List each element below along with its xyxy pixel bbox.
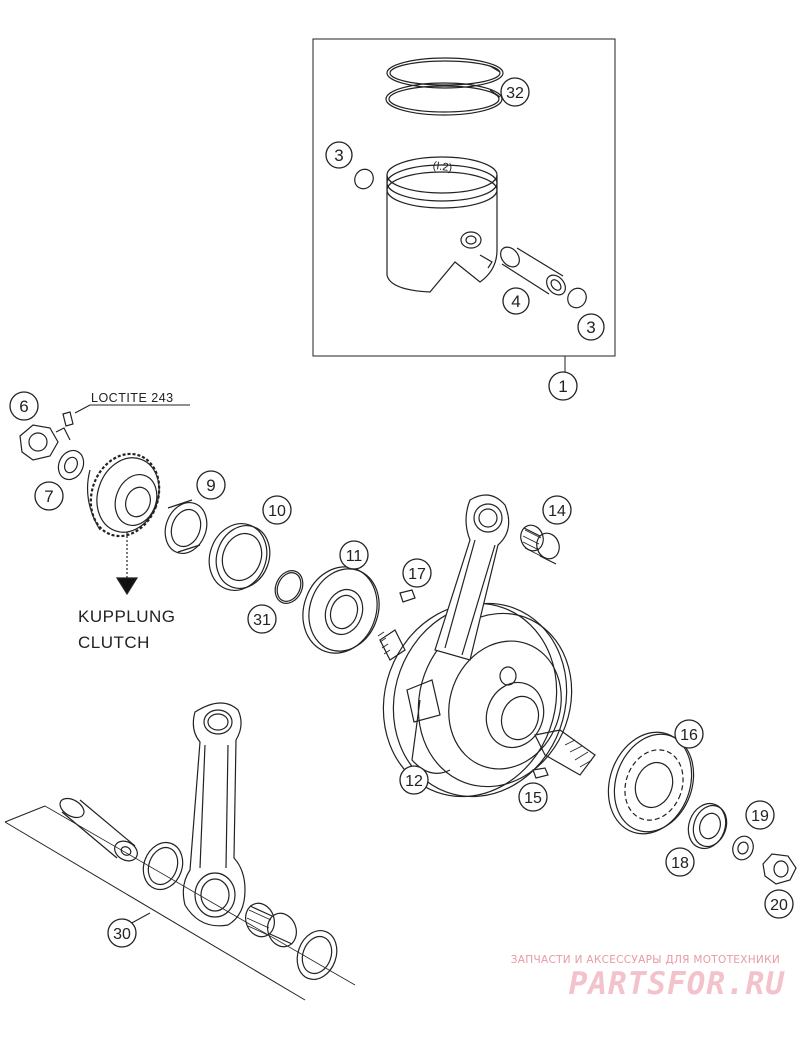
washer-right (732, 835, 754, 861)
washer (57, 449, 85, 481)
nut (19, 424, 71, 461)
callout-3-bottom: 3 (577, 313, 605, 341)
piston: (I.2) (386, 156, 498, 293)
svg-text:12: 12 (405, 773, 423, 790)
crank-pin (59, 797, 138, 862)
crankshaft (377, 494, 596, 798)
kupplung-label: KUPPLUNG (78, 607, 176, 626)
woodruff-key-17 (399, 589, 416, 603)
callout-31: 31 (247, 604, 277, 634)
shaft-seal (687, 802, 728, 850)
svg-text:11: 11 (346, 548, 363, 565)
clutch-label: CLUTCH (78, 633, 150, 652)
callout-7: 7 (34, 481, 64, 511)
svg-text:6: 6 (19, 397, 28, 416)
svg-text:32: 32 (506, 85, 524, 102)
callout-11: 11 (339, 540, 369, 570)
needle-bearing-small-end (520, 524, 560, 565)
watermark-tagline: ЗАПЧАСТИ И АКСЕССУАРЫ ДЛЯ МОТОТЕХНИКИ (510, 954, 780, 966)
thrust-washer-left (142, 841, 184, 891)
svg-text:31: 31 (253, 612, 271, 629)
main-bearing-right (607, 731, 695, 835)
svg-text:4: 4 (511, 292, 520, 311)
clutch-arrow (115, 532, 139, 596)
o-ring (274, 570, 304, 604)
callout-6: 6 (9, 391, 39, 421)
watermark-logo: PARTSFOR.RU (568, 966, 785, 1002)
svg-text:7: 7 (44, 487, 53, 506)
callout-10: 10 (262, 495, 292, 525)
svg-text:1: 1 (558, 377, 567, 396)
piston-mark: (I.2) (432, 160, 453, 175)
thrust-washer-right (296, 930, 338, 980)
connecting-rod (182, 702, 246, 927)
circlip-right (567, 287, 587, 309)
svg-text:3: 3 (334, 146, 343, 165)
callout-18: 18 (665, 847, 695, 877)
callout-19: 19 (745, 800, 775, 830)
svg-text:9: 9 (206, 476, 215, 495)
svg-text:14: 14 (548, 503, 566, 520)
callout-16: 16 (674, 719, 704, 749)
callout-14: 14 (542, 495, 572, 525)
svg-text:16: 16 (680, 727, 698, 744)
conrod-kit-outline (4, 805, 356, 1001)
woodruff-key-small (62, 411, 74, 427)
callout-15: 15 (518, 782, 548, 812)
loctite-leader (74, 404, 91, 414)
callout-30: 30 (107, 918, 137, 948)
nut-right (762, 853, 797, 885)
piston-kit-box (312, 38, 616, 372)
piston-rings (385, 57, 504, 116)
needle-bearing-big-end (245, 902, 297, 948)
svg-text:19: 19 (751, 808, 769, 825)
svg-text:20: 20 (770, 897, 788, 914)
svg-text:15: 15 (524, 790, 542, 807)
svg-text:18: 18 (671, 855, 689, 872)
svg-text:17: 17 (408, 566, 426, 583)
callout-9: 9 (196, 470, 226, 500)
callout-3-top: 3 (325, 141, 353, 169)
callout-32: 32 (500, 77, 530, 107)
woodruff-key-15 (532, 767, 549, 779)
loctite-label: LOCTITE 243 (91, 391, 174, 405)
spacer-ring (164, 499, 208, 554)
primary-gear (86, 452, 161, 538)
main-bearing-left (302, 566, 380, 654)
callout-20: 20 (764, 889, 794, 919)
callout-12: 12 (399, 765, 429, 795)
svg-text:10: 10 (268, 503, 286, 520)
circlip-left (354, 168, 374, 190)
oil-seal (208, 523, 271, 591)
piston-pin (500, 246, 566, 296)
callout-1: 1 (548, 371, 578, 401)
svg-text:30: 30 (113, 926, 131, 943)
callout-17: 17 (402, 558, 432, 588)
svg-text:3: 3 (586, 318, 595, 337)
callout-4: 4 (502, 287, 530, 315)
